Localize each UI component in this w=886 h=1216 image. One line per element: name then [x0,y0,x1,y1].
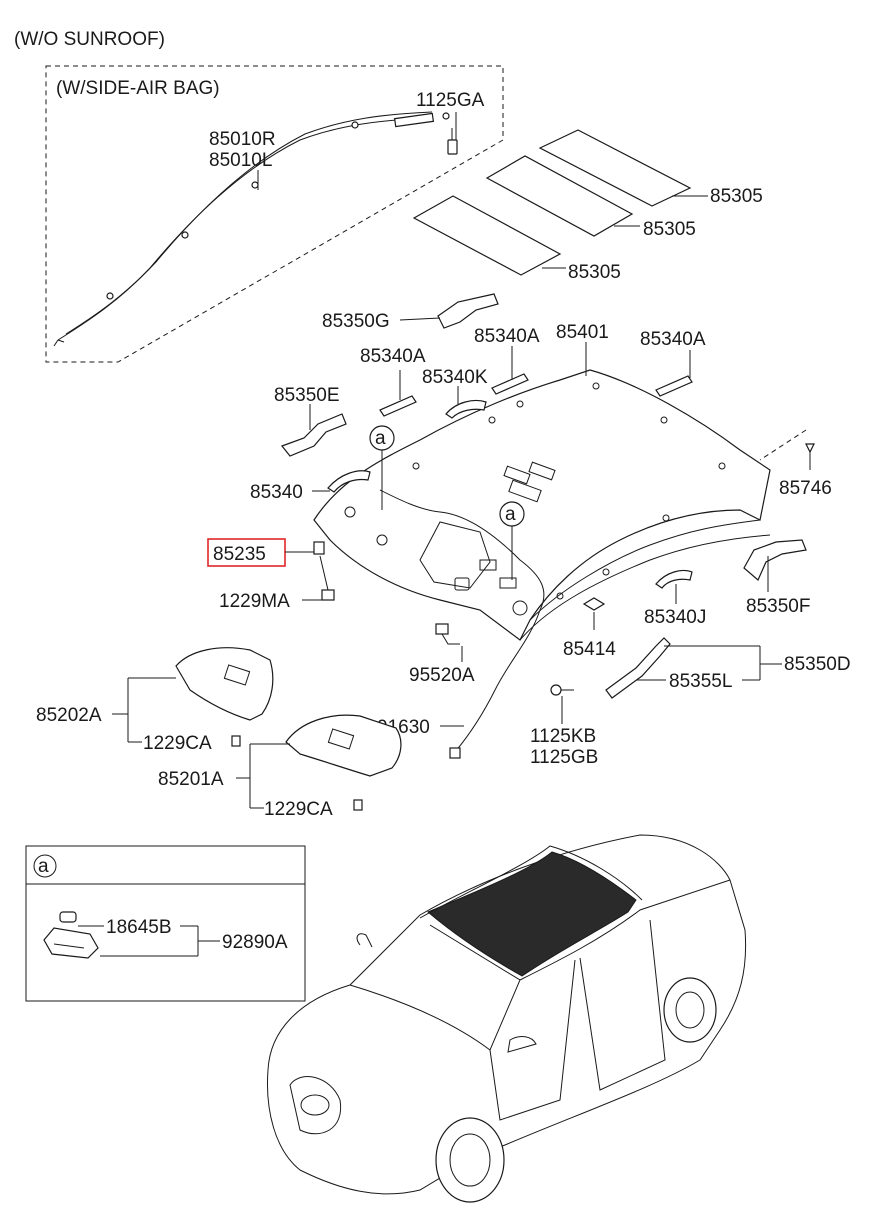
label-85401: 85401 [556,322,609,343]
bolt-1125ga [447,128,458,155]
car-illustration [267,834,747,1203]
handle-85340j [655,569,693,589]
label-85746: 85746 [779,478,832,499]
bracket-85350g [437,293,499,329]
label-18645b: 18645B [106,917,172,938]
handle-85340 [327,470,371,493]
label-85340: 85340 [250,482,303,503]
screw-1229ca-upper [231,735,241,747]
label-92890a: 92890A [222,932,288,953]
bracket-85350d [605,637,671,699]
pad-85414 [582,597,606,611]
label-85340a-left: 85340A [360,346,426,367]
label-85010l: 85010L [209,150,272,171]
screw-1229ca-lower [353,799,363,811]
bulb-18645b [59,911,77,923]
label-85202a: 85202A [36,705,102,726]
side-airbag-box [45,65,504,363]
header-wo-sunroof: (W/O SUNROOF) [14,29,165,50]
part-85235 [313,541,335,601]
clip-85746 [759,429,815,461]
handle-85340a-left [379,395,417,417]
label-85340a-center: 85340A [474,326,540,347]
label-85201a: 85201A [158,769,224,790]
label-85305-middle: 85305 [643,219,696,240]
label-85350f: 85350F [746,596,810,617]
label-85350e: 85350E [274,385,340,406]
side-airbag-module [53,111,450,347]
bracket-85350e [281,413,347,457]
label-85340a-right: 85340A [640,329,706,350]
roof-pad-middle [485,155,634,237]
sensor-95520a [435,623,460,645]
handle-85340a-center [491,373,529,395]
callout-letter-right: a [505,504,516,525]
label-85340j: 85340J [644,607,706,628]
sun-visor-85202a [175,647,274,721]
label-85305-front: 85305 [568,262,621,283]
label-85350d: 85350D [784,654,851,675]
label-85010r: 85010R [209,129,276,150]
label-85355l: 85355L [669,671,732,692]
label-85340k: 85340K [422,367,488,388]
label-1229ma: 1229MA [219,591,290,612]
header-side-airbag: (W/SIDE-AIR BAG) [56,78,220,99]
roof-pad-front [412,195,562,276]
callout-letter-left: a [375,428,386,449]
roof-pad-rear [538,129,692,207]
label-1125kb: 1125KB [530,726,596,747]
detail-box-letter: a [38,856,49,877]
label-85235: 85235 [213,544,266,565]
map-lamp-92890a [43,927,99,959]
roof-panel [427,851,637,977]
label-85350g: 85350G [322,311,390,332]
label-85414: 85414 [563,639,616,660]
label-1229ca-lower: 1229CA [264,799,333,820]
handle-85340a-right [655,375,693,397]
label-1229ca-upper: 1229CA [143,733,212,754]
detail-box-a: a 18645B 92890A [25,845,306,1002]
label-1125ga: 1125GA [416,90,485,111]
bracket-85350f [743,539,807,581]
bolt-1125kb [550,684,574,696]
handle-85340k [445,399,487,419]
label-85305-rear: 85305 [710,186,763,207]
label-1125gb: 1125GB [530,747,598,768]
sun-visor-85201a [285,714,402,777]
harness-91630 [379,489,545,753]
label-95520a: 95520A [409,665,475,686]
